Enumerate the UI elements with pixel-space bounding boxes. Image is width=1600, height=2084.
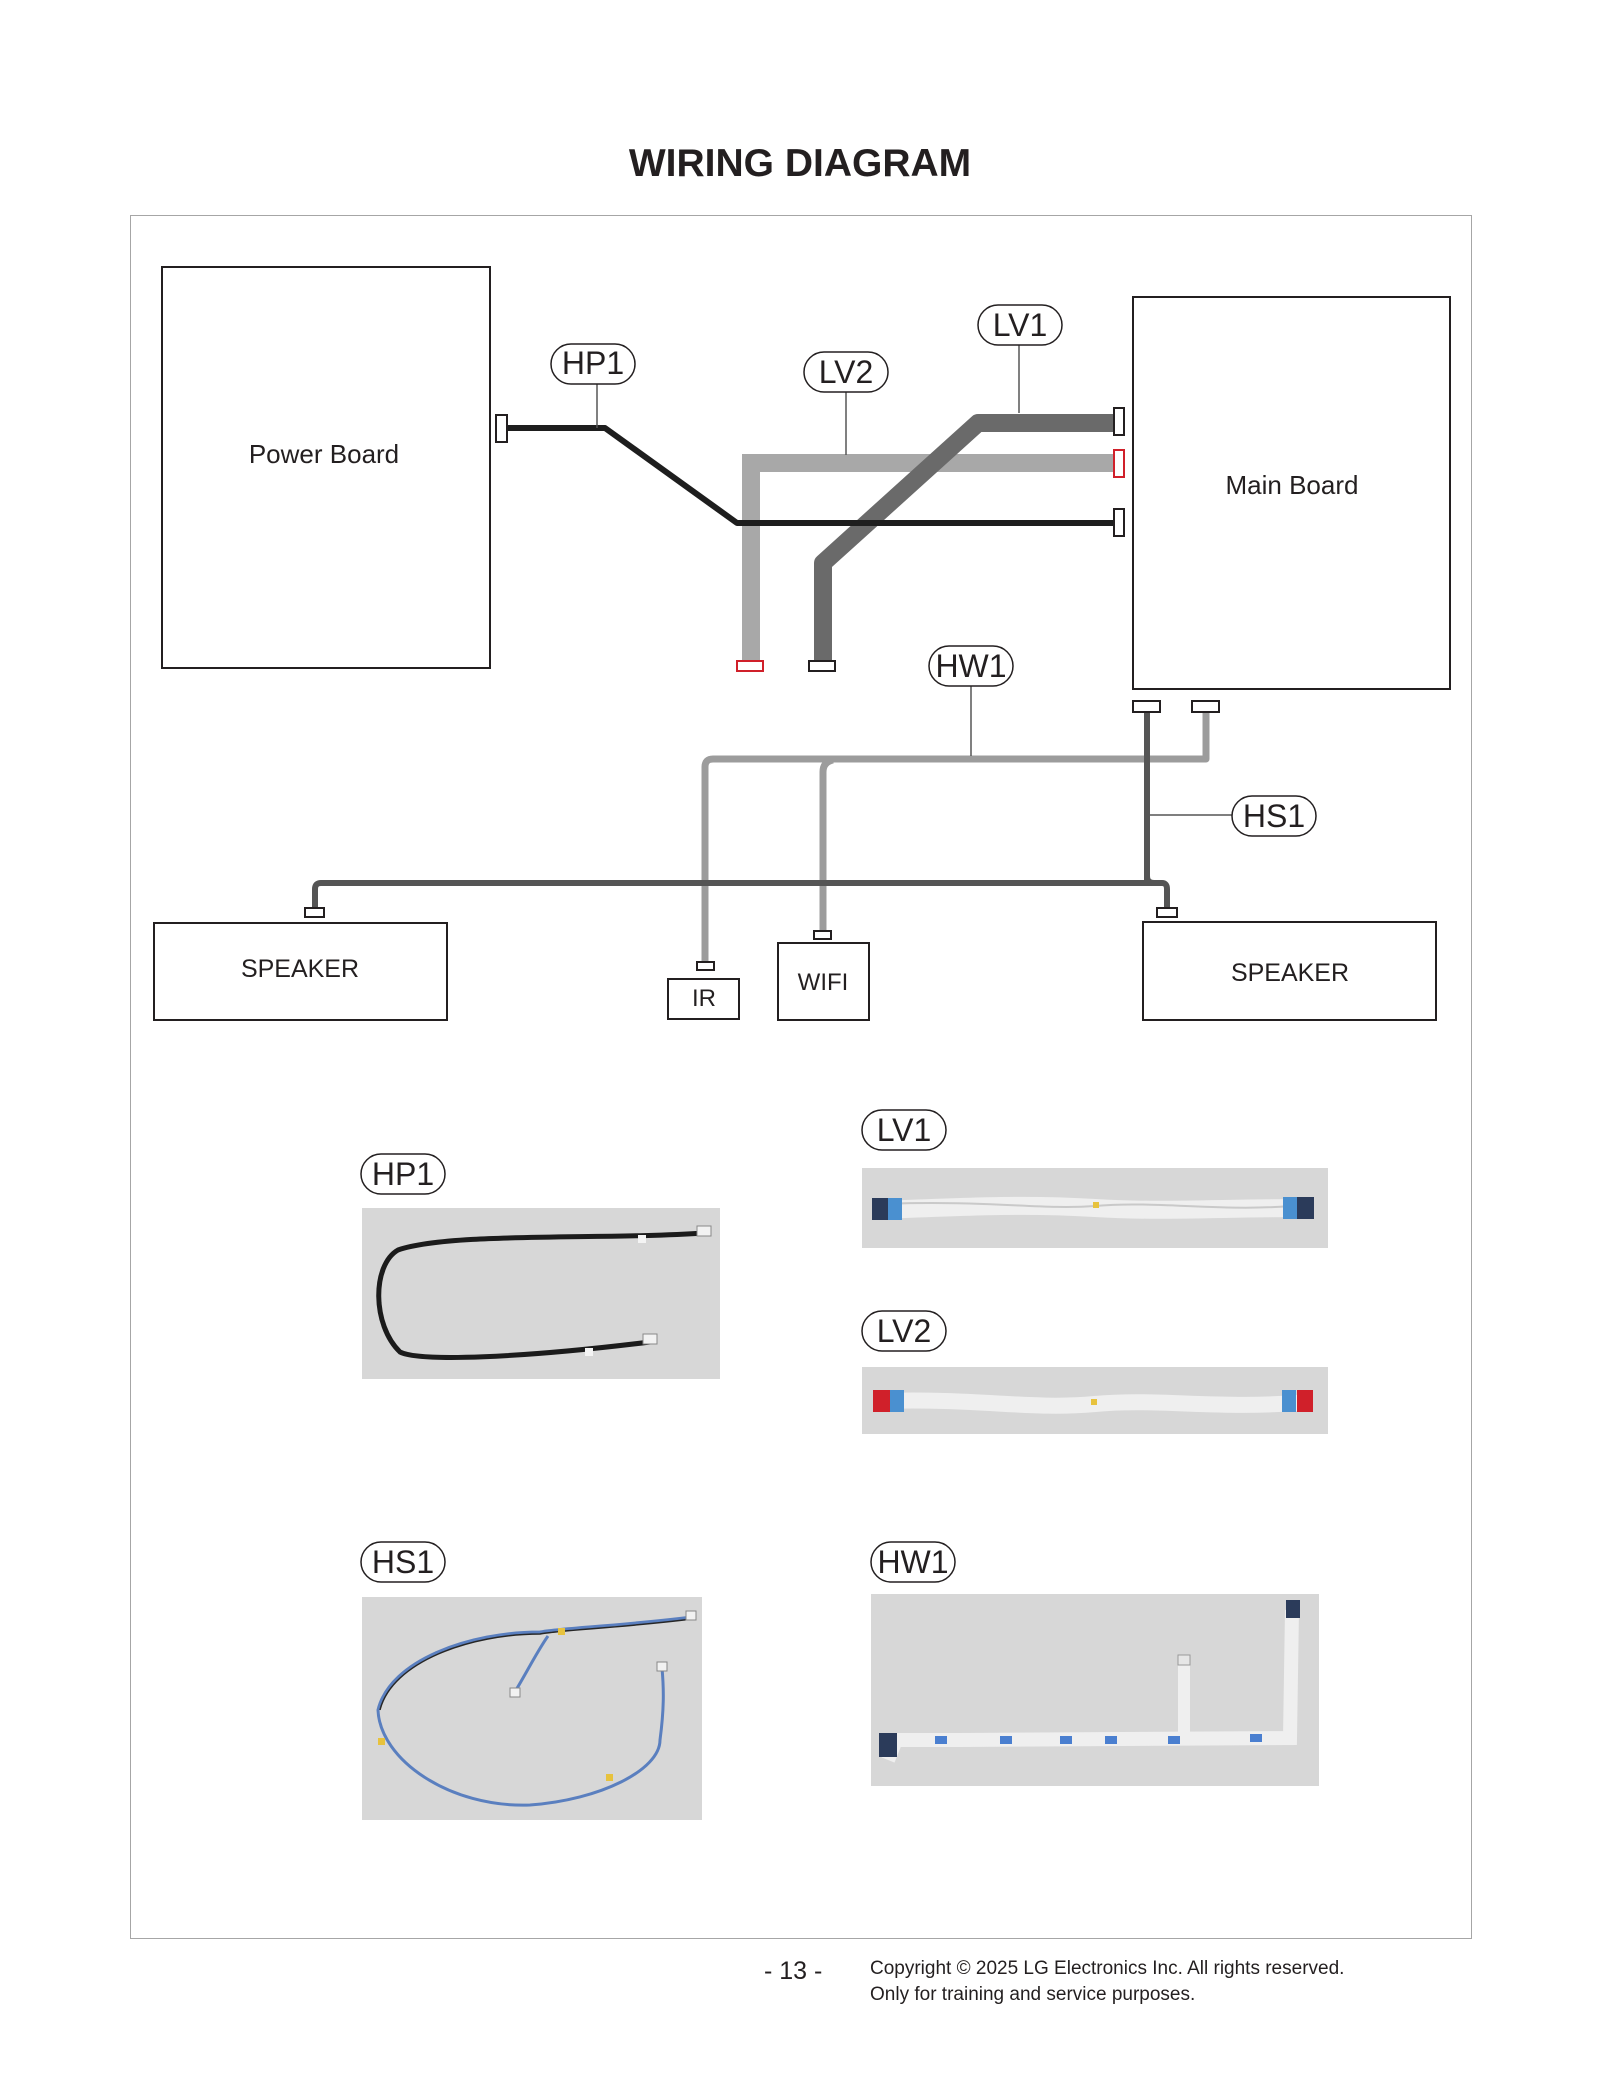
lv2-cable [742, 454, 1120, 663]
page-number: - 13 - [764, 1957, 823, 1985]
svg-text:HP1: HP1 [372, 1156, 434, 1192]
hp1-photo-label: HP1 [360, 1153, 446, 1195]
hp1-main-connector [1113, 508, 1125, 537]
wifi-label: WIFI [798, 969, 849, 996]
lv1-photo-label: LV1 [861, 1109, 947, 1151]
svg-text:LV2: LV2 [819, 354, 874, 390]
hp1-callout: HP1 [550, 343, 636, 385]
copyright-line-2: Only for training and service purposes. [870, 1984, 1196, 2005]
speaker-left-connector [304, 907, 325, 918]
lv1-main-connector [1113, 407, 1125, 436]
speaker-right-label: SPEAKER [1231, 959, 1349, 987]
hp1-power-connector [495, 414, 508, 443]
hw1-main-connector [1191, 700, 1220, 713]
lv1-panel-connector [808, 660, 836, 672]
speaker-left-box [153, 922, 448, 1021]
hs1-junction [1144, 875, 1155, 886]
power-board-label: Power Board [249, 439, 399, 469]
lv2-main-connector [1113, 449, 1125, 478]
hw1-callout: HW1 [928, 645, 1014, 687]
page-title: WIRING DIAGRAM [628, 142, 972, 185]
hs1-callout: HS1 [1231, 795, 1317, 837]
lv1-cable [814, 414, 1120, 663]
speaker-left-label: SPEAKER [241, 955, 359, 983]
speaker-right-connector [1156, 907, 1178, 918]
lv2-photo-label: LV2 [861, 1310, 947, 1352]
hw1-cable-photo [871, 1594, 1319, 1786]
ir-connector [696, 961, 715, 971]
wifi-connector [813, 930, 832, 940]
copyright-line-1: Copyright © 2025 LG Electronics Inc. All… [870, 1958, 1345, 1979]
svg-text:HP1: HP1 [562, 345, 624, 381]
ir-box [667, 978, 740, 1020]
lv2-panel-connector [736, 660, 764, 672]
hs1-main-connector [1132, 700, 1161, 713]
speaker-right-box [1142, 921, 1437, 1021]
svg-text:HS1: HS1 [1243, 798, 1305, 834]
svg-text:LV1: LV1 [877, 1112, 932, 1148]
lv2-cable-photo [862, 1367, 1328, 1434]
hs1-cable-photo [362, 1597, 702, 1820]
wifi-box [777, 942, 870, 1021]
svg-text:HW1: HW1 [935, 648, 1006, 684]
copyright-notice: Copyright © 2025 LG Electronics Inc. All… [870, 1956, 1344, 2008]
lv1-cable-photo [862, 1168, 1328, 1248]
power-board [161, 266, 491, 669]
main-board-label: Main Board [1226, 470, 1359, 500]
svg-text:HS1: HS1 [372, 1544, 434, 1580]
svg-text:HW1: HW1 [877, 1544, 948, 1580]
main-board [1132, 296, 1451, 690]
lv1-callout: LV1 [977, 304, 1063, 346]
hw1-wifi-branch [819, 756, 834, 932]
hp1-cable-photo [362, 1208, 720, 1379]
hp1-cable [508, 425, 1118, 526]
hs1-speaker-run [312, 880, 1170, 908]
hs1-photo-label: HS1 [360, 1541, 446, 1583]
hw1-cable [701, 712, 1210, 963]
diagram-frame [130, 215, 1472, 1939]
svg-text:LV2: LV2 [877, 1313, 932, 1349]
lv2-callout: LV2 [803, 351, 889, 393]
ir-label: IR [692, 985, 716, 1012]
hw1-photo-label: HW1 [870, 1541, 956, 1583]
svg-text:LV1: LV1 [993, 307, 1048, 343]
